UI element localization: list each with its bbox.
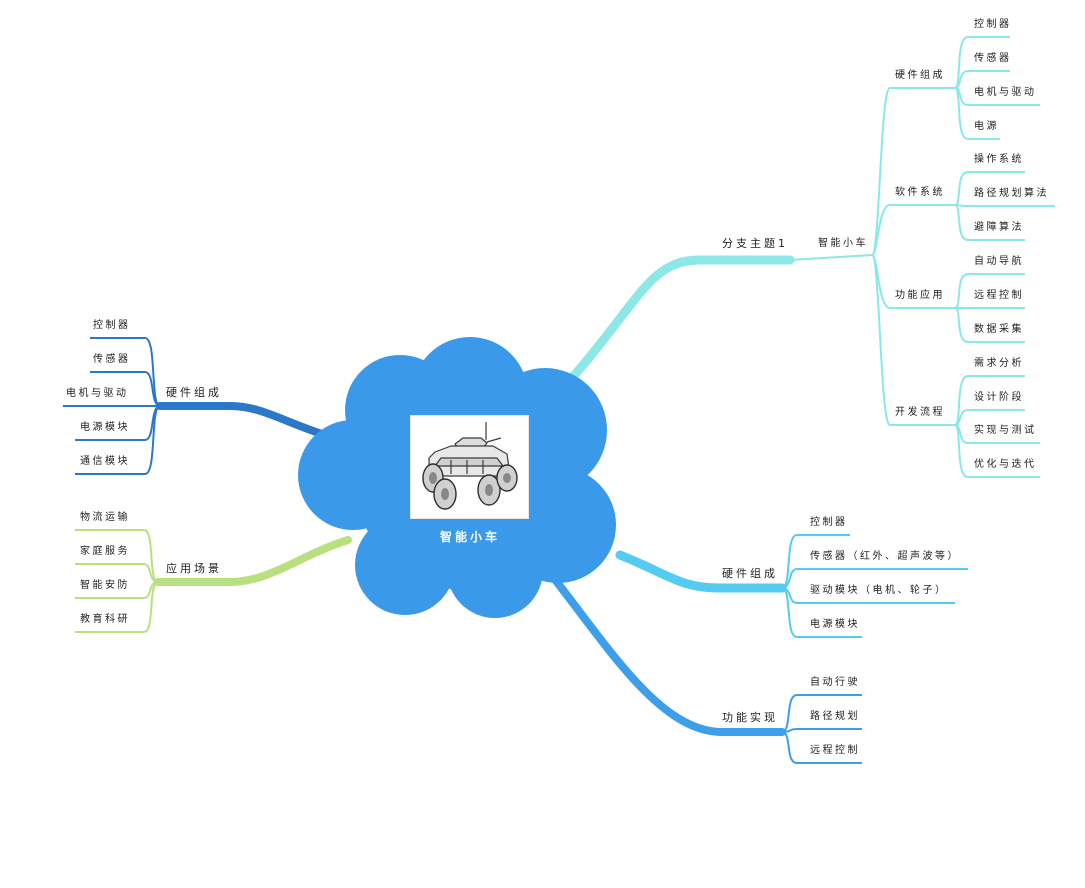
node-fn-remote[interactable]: 远程控制	[810, 745, 860, 756]
branch-line-functions	[549, 573, 786, 736]
links-smartcar-groups	[871, 87, 955, 426]
node-sc-sw-path[interactable]: 路径规划算法	[974, 188, 1049, 199]
node-sc-software[interactable]: 软件系统	[895, 187, 945, 198]
node-applications[interactable]: 应用场景	[166, 562, 222, 575]
node-app-logistics[interactable]: 物流运输	[80, 512, 130, 523]
armored-car-icon	[411, 416, 528, 518]
node-subtopic1[interactable]: 分支主题1	[722, 237, 788, 250]
node-sc-sw-os[interactable]: 操作系统	[974, 154, 1024, 165]
node-hwr-drive[interactable]: 驱动模块（电机、轮子）	[810, 585, 948, 596]
node-fn-auto[interactable]: 自动行驶	[810, 677, 860, 688]
branch-line-applications	[154, 536, 352, 586]
node-sc-fn-data[interactable]: 数据采集	[974, 324, 1024, 335]
node-sc-hw-power[interactable]: 电源	[974, 121, 999, 132]
node-hwr-sensor[interactable]: 传感器（红外、超声波等）	[810, 551, 960, 562]
node-app-edu[interactable]: 教育科研	[80, 614, 130, 625]
node-hwl-comm[interactable]: 通信模块	[80, 456, 130, 467]
node-app-home[interactable]: 家庭服务	[80, 546, 130, 557]
node-hwr-controller[interactable]: 控制器	[810, 517, 848, 528]
node-hwl-sensor[interactable]: 传感器	[93, 354, 131, 365]
branch-line-subtopic1	[567, 255, 795, 383]
node-sc-fn-nav[interactable]: 自动导航	[974, 256, 1024, 267]
links-hardware-left-leaves	[63, 337, 161, 475]
links-hardware-right-leaves	[781, 534, 968, 638]
link-subtopic1-child	[789, 254, 873, 261]
node-hardware-left[interactable]: 硬件组成	[166, 386, 222, 399]
node-hwl-power[interactable]: 电源模块	[80, 422, 130, 433]
node-sc-hw-controller[interactable]: 控制器	[974, 19, 1012, 30]
node-hardware-right[interactable]: 硬件组成	[722, 567, 778, 580]
node-sc-functions[interactable]: 功能应用	[895, 290, 945, 301]
branch-line-hardware-right	[615, 550, 787, 593]
node-sc-pr-req[interactable]: 需求分析	[974, 358, 1024, 369]
node-functions[interactable]: 功能实现	[722, 711, 778, 724]
node-smart-car[interactable]: 智能小车	[818, 238, 868, 249]
node-sc-pr-design[interactable]: 设计阶段	[974, 392, 1024, 403]
links-smartcar-leaves	[954, 36, 1055, 478]
links-functions-leaves	[781, 694, 862, 764]
branch-line-hardware-left	[156, 402, 326, 438]
center-topic-label[interactable]: 智能小车	[439, 530, 500, 544]
center-image[interactable]	[410, 415, 529, 519]
node-hwr-power[interactable]: 电源模块	[810, 619, 860, 630]
node-sc-sw-avoid[interactable]: 避障算法	[974, 222, 1024, 233]
node-sc-hardware[interactable]: 硬件组成	[895, 70, 945, 81]
node-hwl-motor[interactable]: 电机与驱动	[66, 388, 129, 399]
node-sc-hw-motor[interactable]: 电机与驱动	[974, 87, 1037, 98]
node-sc-fn-remote[interactable]: 远程控制	[974, 290, 1024, 301]
node-app-security[interactable]: 智能安防	[80, 580, 130, 591]
node-sc-process[interactable]: 开发流程	[895, 407, 945, 418]
node-sc-pr-impl[interactable]: 实现与测试	[974, 425, 1037, 436]
node-hwl-controller[interactable]: 控制器	[93, 320, 131, 331]
node-sc-hw-sensor[interactable]: 传感器	[974, 53, 1012, 64]
node-fn-path[interactable]: 路径规划	[810, 711, 860, 722]
node-sc-pr-opt[interactable]: 优化与迭代	[974, 459, 1037, 470]
links-applications-leaves	[75, 529, 159, 633]
